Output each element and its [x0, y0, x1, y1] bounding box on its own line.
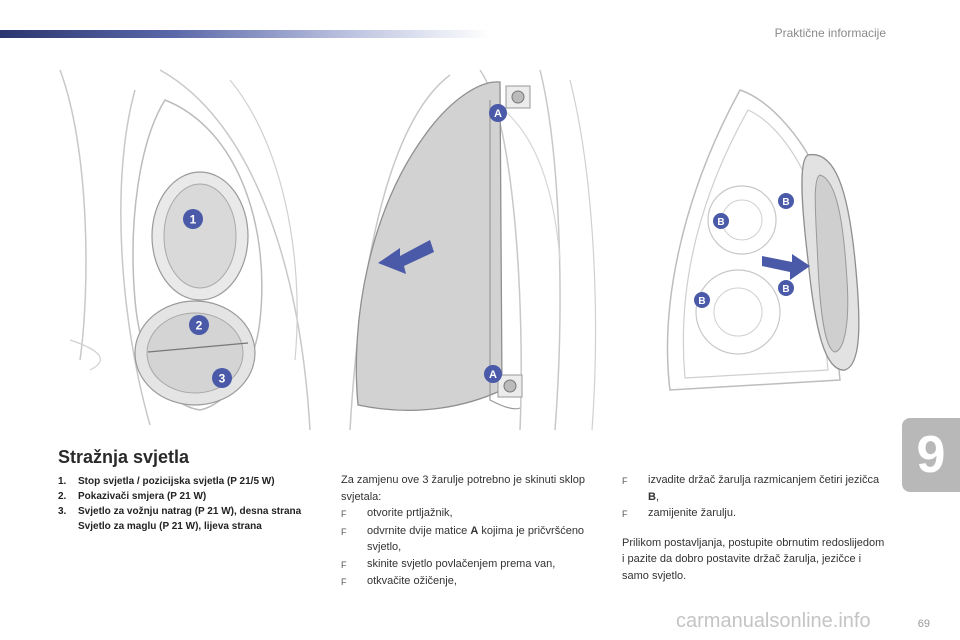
- callout-a-bottom-label: A: [489, 369, 497, 381]
- callout-2-label: 2: [196, 319, 203, 333]
- legend-number: 3.: [58, 506, 67, 517]
- callout-1-badge: [183, 209, 203, 229]
- step-text-rest: kojima je pričvršćeno svjetlo,: [367, 524, 585, 554]
- callout-1-label: 1: [190, 213, 197, 227]
- step-text: otvorite prtljažnik,: [367, 507, 453, 519]
- nut-reference: A: [470, 524, 479, 537]
- bullet-icon: F: [341, 509, 347, 519]
- bullet-icon: F: [622, 509, 628, 519]
- callout-b-upper-right-badge: [778, 193, 794, 209]
- callout-b-lower-right-badge: [778, 280, 794, 296]
- chapter-header-title: Praktične informacije: [774, 26, 886, 40]
- legend-number: 2.: [58, 491, 67, 502]
- bullet-icon: F: [341, 526, 347, 537]
- header-gradient-bar: [0, 30, 490, 38]
- bulb-legend: 1. Stop svjetla / pozicijska svjetla (P …: [58, 474, 320, 534]
- tab-reference: B: [648, 490, 656, 503]
- step-item: F otvorite prtljažnik,: [341, 505, 591, 523]
- callout-a-top-label: A: [494, 108, 502, 120]
- step-text-part: odvrnite dvije matice: [367, 524, 468, 537]
- legend-text: Stop svjetla / pozicijska svjetla (P 21/…: [78, 476, 275, 487]
- instructions-column-1: Za zamjenu ove 3 žarulje potrebno je ski…: [341, 472, 591, 591]
- step-item: F skinite svjetlo povlačenjem prema van,: [341, 556, 591, 574]
- legend-text: Svjetlo za vožnju natrag (P 21 W), desna…: [78, 506, 302, 517]
- outro-text: Prilikom postavljanja, postupite obrnuti…: [622, 536, 885, 582]
- bullet-icon: F: [622, 476, 628, 486]
- legend-item: 1. Stop svjetla / pozicijska svjetla (P …: [58, 474, 320, 489]
- legend-number: 1.: [58, 476, 67, 487]
- bullet-icon: F: [341, 577, 347, 587]
- step-text-suffix: ,: [655, 490, 660, 503]
- intro-text: Za zamjenu ove 3 žarulje potrebno je ski…: [341, 474, 585, 503]
- step-text: otkvačite ožičenje,: [367, 575, 457, 587]
- callout-3-badge: [212, 368, 232, 388]
- legend-text: Pokazivači smjera (P 21 W): [78, 491, 207, 502]
- bulb-holder-illustration: B B B B: [630, 60, 890, 438]
- step-item: F izvadite držač žarulja razmicanjem čet…: [622, 472, 887, 505]
- page-number: 69: [917, 618, 930, 630]
- callout-b-upper-left-badge: [713, 213, 729, 229]
- bullet-icon: F: [341, 559, 347, 570]
- callout-2-badge: [189, 315, 209, 335]
- step-item: F zamijenite žarulju.: [622, 505, 887, 523]
- legend-item: 3. Svjetlo za vožnju natrag (P 21 W), de…: [58, 504, 320, 519]
- section-title: Stražnja svjetla: [58, 447, 190, 467]
- step-text: zamijenite žarulju.: [648, 507, 737, 519]
- legend-item: 2. Pokazivači smjera (P 21 W): [58, 489, 320, 504]
- callout-3-label: 3: [219, 372, 226, 386]
- callout-b-upper-right-label: B: [782, 197, 789, 208]
- rear-light-cluster-illustration: 1 2 3: [50, 60, 320, 438]
- callout-b-upper-left-label: B: [717, 217, 724, 228]
- chapter-number: 9: [916, 426, 946, 484]
- step-text: skinite svjetlo povlačenjem prema van,: [367, 557, 556, 570]
- callout-b-lower-left-badge: [694, 292, 710, 308]
- watermark-text: carmanualsonline.info: [676, 610, 871, 632]
- step-text: izvadite držač žarulja razmicanjem četir…: [648, 472, 887, 505]
- legend-subtext: Svjetlo za maglu (P 21 W), lijeva strana: [78, 521, 262, 532]
- step-text-prefix: izvadite držač žarulja razmicanjem četir…: [648, 474, 880, 486]
- step-text: odvrnite dvije matice A kojima je pričvr…: [367, 523, 591, 556]
- step-item: F odvrnite dvije matice A kojima je prič…: [341, 523, 591, 556]
- callout-a-top-badge: [489, 104, 507, 122]
- callout-a-bottom-badge: [484, 365, 502, 383]
- callout-b-lower-left-label: B: [698, 296, 705, 307]
- step-item: F otkvačite ožičenje,: [341, 573, 591, 591]
- light-removal-illustration: A A: [330, 60, 608, 438]
- callout-b-lower-right-label: B: [782, 284, 789, 295]
- instructions-column-2: F izvadite držač žarulja razmicanjem čet…: [622, 472, 887, 584]
- chapter-tab: [902, 418, 960, 492]
